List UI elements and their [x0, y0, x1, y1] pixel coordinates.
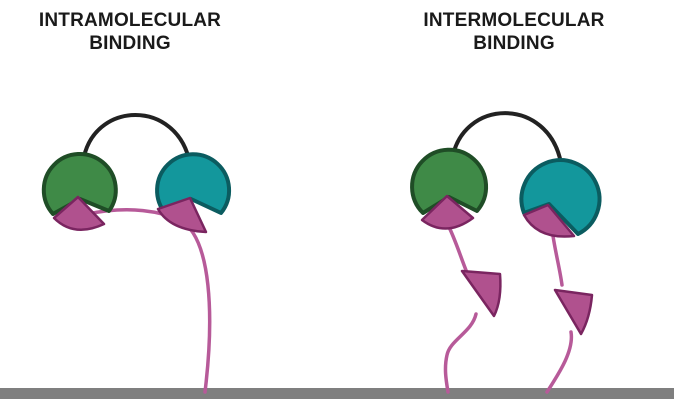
- intramolecular-linker: [83, 115, 190, 164]
- intermolecular-diagram: [412, 113, 599, 392]
- intramolecular-tether: [88, 210, 210, 392]
- intramolecular-diagram: [44, 115, 229, 392]
- free-ligand-wedge-icon: [462, 271, 500, 316]
- intermolecular-tether-left: [445, 223, 476, 392]
- surface-bar: [0, 388, 674, 399]
- free-ligand-wedge-icon: [555, 290, 592, 334]
